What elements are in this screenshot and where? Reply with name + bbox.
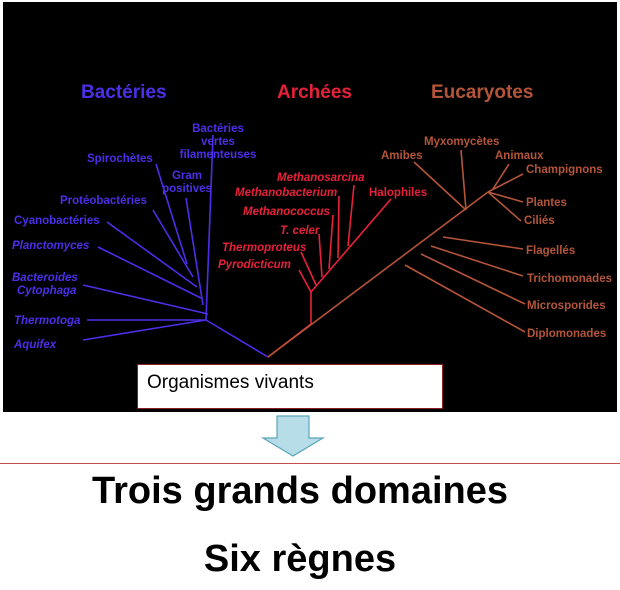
- leaf-label: Bactéries: [192, 123, 244, 135]
- eukaryote-leaves: Myxomycètes Amibes Animaux Champignons P…: [381, 136, 612, 340]
- leaf-label: Planctomyces: [12, 240, 89, 252]
- leaf-label: Myxomycètes: [424, 136, 499, 148]
- leaf-label: Cyanobactéries: [14, 215, 100, 227]
- leaf-label: Bacteroides: [12, 272, 78, 284]
- leaf-label: Cytophaga: [17, 285, 77, 297]
- tree-svg: Bactéries Archées Eucaryotes Bactéries v…: [12, 82, 612, 358]
- phylogenetic-tree: Bactéries Archées Eucaryotes Bactéries v…: [3, 2, 617, 412]
- eukaryote-branches: [267, 149, 526, 358]
- bacteria-leaves: Bactéries vertes filamenteuses Spirochèt…: [12, 123, 256, 351]
- leaf-label: Methanosarcina: [277, 172, 365, 184]
- leaf-label: Gram: [172, 170, 202, 182]
- bacteria-branches: [82, 134, 269, 358]
- leaf-label: Amibes: [381, 150, 423, 162]
- leaf-label: Flagellés: [526, 245, 575, 257]
- leaf-label: positives: [162, 183, 212, 195]
- leaf-label: Thermoproteus: [222, 242, 306, 254]
- leaf-label: Plantes: [526, 197, 567, 209]
- leaf-label: Diplomonades: [527, 328, 606, 340]
- leaf-label: Trichomonades: [527, 273, 612, 285]
- domain-label-archaea: Archées: [277, 82, 352, 103]
- domain-label-eukaryotes: Eucaryotes: [431, 82, 533, 103]
- leaf-label: Pyrodicticum: [218, 259, 291, 271]
- domain-label-bacteria: Bactéries: [81, 82, 167, 103]
- leaf-label: Methanobacterium: [235, 187, 337, 199]
- leaf-label: Champignons: [526, 164, 603, 176]
- leaf-label: vertes: [201, 136, 235, 148]
- leaf-label: Microsporides: [527, 300, 606, 312]
- root-label: Organismes vivants: [147, 372, 314, 393]
- divider: [0, 463, 620, 464]
- title-three-domains: Trois grands domaines: [92, 470, 508, 512]
- title-six-kingdoms: Six règnes: [203, 538, 397, 580]
- leaf-label: Aquifex: [13, 339, 57, 351]
- leaf-label: T. celer: [280, 225, 320, 237]
- leaf-label: Halophiles: [369, 187, 427, 199]
- leaf-label: Thermotoga: [14, 315, 81, 327]
- down-arrow-icon: [260, 415, 326, 457]
- leaf-label: Animaux: [495, 150, 544, 162]
- root-label-box: Organismes vivants: [137, 364, 443, 409]
- leaf-label: Spirochètes: [87, 153, 153, 165]
- leaf-label: filamenteuses: [180, 149, 257, 161]
- archaea-leaves: Methanosarcina Methanobacterium Halophil…: [218, 172, 427, 271]
- leaf-label: Methanococcus: [243, 206, 330, 218]
- leaf-label: Protéobactéries: [60, 195, 147, 207]
- leaf-label: Ciliés: [524, 215, 555, 227]
